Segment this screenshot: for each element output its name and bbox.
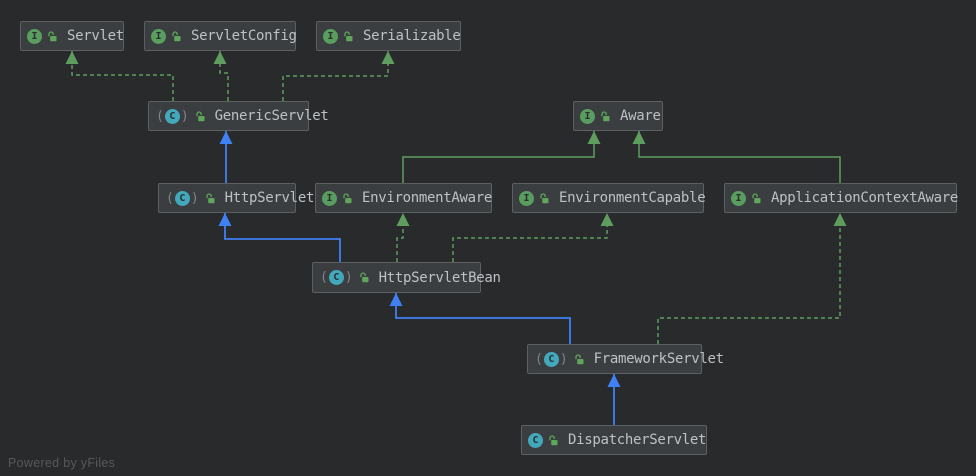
edge-FrameworkServlet-extends-HttpServletBean xyxy=(389,293,571,344)
class-name-label: GenericServlet xyxy=(214,108,329,124)
public-lock-icon xyxy=(752,192,761,203)
interface-node-EnvironmentAware[interactable]: I EnvironmentAware xyxy=(315,183,492,213)
arrowhead-icon xyxy=(381,51,395,64)
class-node-DispatcherServlet[interactable]: C DispatcherServlet xyxy=(521,425,707,455)
edge-DispatcherServlet-extends-FrameworkServlet xyxy=(607,374,621,425)
abstract-class-node-HttpServletBean[interactable]: (C) HttpServletBean xyxy=(312,262,501,293)
public-lock-icon xyxy=(549,434,558,445)
interface-icon: I xyxy=(519,190,534,206)
abstract-class-icon: (C) xyxy=(535,351,568,367)
public-lock-icon xyxy=(48,30,57,41)
abstract-class-icon: (C) xyxy=(320,270,353,285)
public-lock-icon xyxy=(206,192,215,203)
edge-GenericServlet-implements-ServletConfig xyxy=(213,51,229,101)
interface-node-ApplicationContextAware[interactable]: I ApplicationContextAware xyxy=(724,183,958,213)
edge-HttpServlet-extends-GenericServlet xyxy=(219,131,233,183)
interface-icon: I xyxy=(731,190,746,206)
interface-node-Servlet[interactable]: I Servlet xyxy=(20,21,124,51)
public-lock-icon xyxy=(360,272,369,283)
public-lock-icon xyxy=(540,192,549,203)
interface-icon: I xyxy=(580,108,595,124)
public-lock-icon xyxy=(575,353,584,364)
public-lock-icon xyxy=(344,30,353,41)
class-name-label: Servlet xyxy=(67,28,124,44)
interface-icon: I xyxy=(323,28,338,44)
arrowhead-icon xyxy=(213,51,227,64)
interface-node-Aware[interactable]: I Aware xyxy=(573,101,663,131)
class-name-label: HttpServlet xyxy=(224,190,315,206)
arrowhead-icon xyxy=(219,131,233,144)
class-icon: C xyxy=(528,432,543,448)
edge-FrameworkServlet-implements-ApplicationContextAware xyxy=(657,213,847,344)
class-name-label: FrameworkServlet xyxy=(593,351,724,367)
arrowhead-icon xyxy=(587,131,601,144)
class-name-label: Serializable xyxy=(363,28,461,44)
edge-GenericServlet-implements-Servlet xyxy=(65,51,174,101)
arrowhead-icon xyxy=(396,213,410,226)
arrowhead-icon xyxy=(65,51,79,64)
edge-GenericServlet-implements-Serializable xyxy=(282,51,395,101)
edge-HttpServletBean-implements-EnvironmentAware xyxy=(396,213,410,262)
interface-icon: I xyxy=(27,28,42,44)
class-name-label: DispatcherServlet xyxy=(568,432,707,448)
interface-node-Serializable[interactable]: I Serializable xyxy=(316,21,461,51)
abstract-class-icon: (C) xyxy=(166,190,199,206)
edge-HttpServletBean-extends-HttpServlet xyxy=(218,213,341,262)
arrowhead-icon xyxy=(632,131,646,144)
abstract-class-node-HttpServlet[interactable]: (C) HttpServlet xyxy=(158,183,314,213)
interface-node-ServletConfig[interactable]: I ServletConfig xyxy=(144,21,297,51)
arrowhead-icon xyxy=(389,293,403,306)
abstract-class-icon: (C) xyxy=(156,108,189,124)
arrowhead-icon xyxy=(833,213,847,226)
edge-HttpServletBean-implements-EnvironmentCapable xyxy=(452,213,614,262)
interface-icon: I xyxy=(151,28,166,44)
abstract-class-node-FrameworkServlet[interactable]: (C) FrameworkServlet xyxy=(527,344,724,374)
public-lock-icon xyxy=(172,30,181,41)
interface-node-EnvironmentCapable[interactable]: I EnvironmentCapable xyxy=(512,183,706,213)
class-name-label: ApplicationContextAware xyxy=(771,190,958,206)
class-name-label: EnvironmentCapable xyxy=(559,190,706,206)
public-lock-icon xyxy=(196,110,205,121)
interface-icon: I xyxy=(322,190,337,206)
arrowhead-icon xyxy=(607,374,621,387)
public-lock-icon xyxy=(343,192,352,203)
edge-EnvironmentAware-extends-Aware xyxy=(402,131,601,183)
public-lock-icon xyxy=(601,110,610,121)
arrowhead-icon xyxy=(600,213,614,226)
class-name-label: HttpServletBean xyxy=(378,269,501,286)
edge-ApplicationContextAware-extends-Aware xyxy=(632,131,841,183)
arrowhead-icon xyxy=(218,213,232,226)
yfiles-watermark: Powered by yFiles xyxy=(8,456,116,470)
class-name-label: ServletConfig xyxy=(191,28,297,44)
abstract-class-node-GenericServlet[interactable]: (C) GenericServlet xyxy=(148,101,329,131)
class-name-label: Aware xyxy=(620,108,661,124)
class-name-label: EnvironmentAware xyxy=(362,190,493,206)
